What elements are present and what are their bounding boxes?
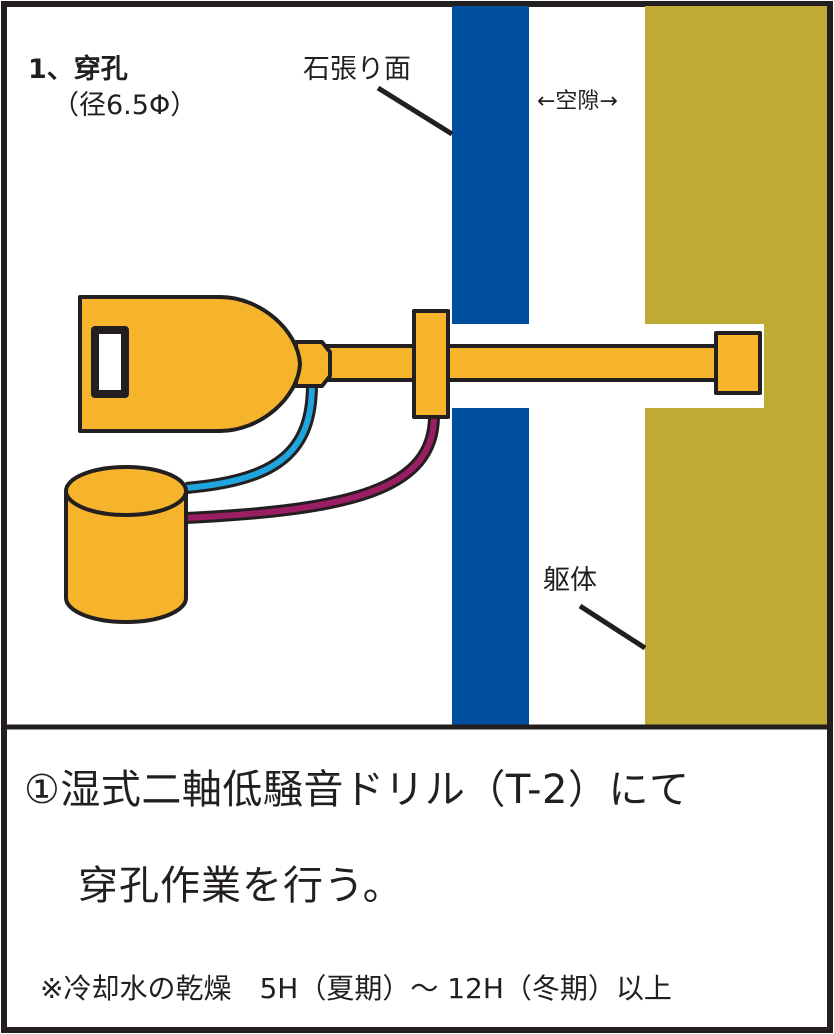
caption-line-1: ①湿式二軸低騒音ドリル（T-2）にて xyxy=(24,767,690,813)
drill-housing xyxy=(78,295,302,433)
caption-line-2: 穿孔作業を行う。 xyxy=(78,863,404,909)
water-tank-icon xyxy=(64,465,188,624)
hose-red xyxy=(185,415,440,524)
structure-leader-line xyxy=(578,603,647,651)
structure-label: 躯体 xyxy=(543,565,597,596)
hose-blue xyxy=(185,383,318,494)
step-subtitle: （径6.5Φ） xyxy=(52,90,198,121)
stone-leader-line xyxy=(376,85,454,137)
drill-switch xyxy=(91,326,129,398)
drill-collar xyxy=(412,309,450,419)
drying-note: ※冷却水の乾燥 5H（夏期）～ 12H（冬期）以上 xyxy=(40,972,672,1005)
drill-icon xyxy=(78,295,762,433)
step-title: 1、穿孔 xyxy=(28,54,128,85)
gap-label: ←空隙→ xyxy=(537,89,618,114)
stone-surface-label: 石張り面 xyxy=(303,54,411,85)
drill-bit-tip xyxy=(714,331,762,395)
drill-bit xyxy=(322,344,724,382)
